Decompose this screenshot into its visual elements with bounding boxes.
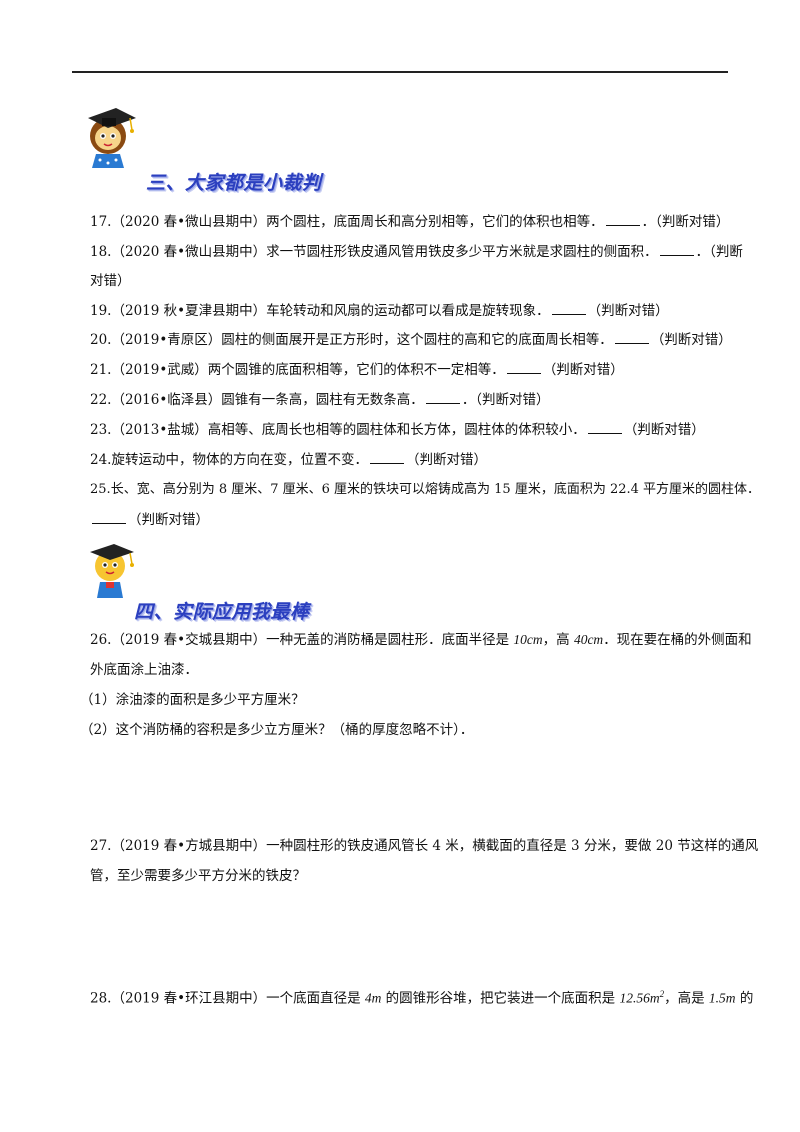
question-26: 26.（2019 春•交城县期中）一种无盖的消防桶是圆柱形．底面半径是 10cm… [90,631,752,649]
question-17: 17.（2020 春•微山县期中）两个圆柱，底面周长和高分别相等，它们的体积也相… [90,213,729,231]
answer-blank[interactable] [551,302,586,315]
question-text: ．现在要在桶的外侧面和 [603,632,752,648]
answer-blank[interactable] [506,361,541,374]
diameter-value: 4m [364,990,382,1006]
question-number: 26. [90,632,112,648]
question-text: ，高是 [664,990,709,1007]
question-24: 24.旋转运动中，物体的方向在变，位置不变． （判断对错） [90,451,487,469]
question-tail: （判断对错） [623,422,705,438]
section-title-4: 四、实际应用我最棒 [134,601,310,623]
section-title-3: 三、大家都是小裁判 [146,172,322,194]
question-text: （2019•青原区）圆柱的侧面展开是正方形时，这个圆柱的高和它的底面周长相等． [111,332,613,348]
question-text: ，高 [542,632,574,648]
question-tail: ．（判断 [695,244,743,260]
question-18-continued: 对错） [90,273,131,289]
question-text: （2019 春•交城县期中）一种无盖的消防桶是圆柱形．底面半径是 [111,632,514,648]
question-text: （2019 春•环江县期中）一个底面直径是 [111,990,365,1007]
question-26-sub2: （2）这个消防桶的容积是多少立方厘米？（桶的厚度忽略不计）． [80,722,474,738]
question-number: 21. [90,362,112,378]
answer-blank[interactable] [587,421,622,434]
question-text: 旋转运动中，物体的方向在变，位置不变． [111,452,368,468]
question-number: 17. [90,214,112,230]
answer-blank[interactable] [614,331,649,344]
question-19: 19.（2019 秋•夏津县期中）车轮转动和风扇的运动都可以看成是旋转现象． （判… [90,302,669,320]
question-number: 19. [90,303,112,319]
question-tail: ．（判断对错） [641,214,730,230]
mascot-boy-icon [90,544,134,598]
question-tail: （判断对错） [542,362,624,378]
question-number: 20. [90,332,112,348]
question-text: （2020 春•微山县期中）两个圆柱，底面周长和高分别相等，它们的体积也相等． [111,214,604,230]
answer-blank[interactable] [369,451,404,464]
question-tail: ．（判断对错） [461,392,550,408]
question-text: （2020 春•微山县期中）求一节圆柱形铁皮通风管用铁皮多少平方米就是求圆柱的侧… [111,244,658,260]
answer-blank[interactable] [605,213,640,226]
answer-blank[interactable] [92,511,126,524]
question-tail: （判断对错） [650,332,732,348]
question-27-line2: 管，至少需要多少平方分米的铁皮？ [90,868,306,884]
question-text: （2016•临泽县）圆锥有一条高，圆柱有无数条高． [111,392,424,408]
height-value: 1.5m [708,990,736,1006]
question-28: 28.（2019 春•环江县期中）一个底面直径是 4m 的圆锥形谷堆，把它装进一… [90,985,753,1008]
question-18: 18.（2020 春•微山县期中）求一节圆柱形铁皮通风管用铁皮多少平方米就是求圆… [90,243,743,261]
question-23: 23.（2013•盐城）高相等、底周长也相等的圆柱体和长方体，圆柱体的体积较小．… [90,421,705,439]
question-number: 28. [90,990,112,1007]
question-text: （2019•武威）两个圆锥的底面积相等，它们的体积不一定相等． [111,362,505,378]
question-21: 21.（2019•武威）两个圆锥的底面积相等，它们的体积不一定相等． （判断对错） [90,361,624,379]
question-number: 22. [90,392,112,408]
question-number: 23. [90,422,112,438]
question-25: 25.长、宽、高分别为 8 厘米、7 厘米、6 厘米的铁块可以熔铸成高为 15 … [90,481,760,499]
question-tail: （判断对错） [587,303,669,319]
height-value: 40cm [573,632,604,647]
question-26-sub1: （1）涂油漆的面积是多少平方厘米？ [80,692,305,708]
question-number: 25. [90,482,111,497]
question-20: 20.（2019•青原区）圆柱的侧面展开是正方形时，这个圆柱的高和它的底面周长相… [90,331,732,349]
question-text: （2019 秋•夏津县期中）车轮转动和风扇的运动都可以看成是旋转现象． [111,303,550,319]
question-number: 18. [90,244,112,260]
question-text: 的 [735,990,754,1007]
radius-value: 10cm [513,632,543,647]
area-value: 12.56m [619,990,660,1006]
answer-blank[interactable] [659,243,694,256]
question-22: 22.（2016•临泽县）圆锥有一条高，圆柱有无数条高． ．（判断对错） [90,391,550,409]
header-rule [72,71,728,73]
question-26-line2: 外底面涂上油漆． [90,662,198,678]
question-25-continued: （判断对错） [90,511,209,529]
area-exponent: 2 [659,989,665,999]
question-number: 24. [90,452,112,468]
question-tail: （判断对错） [128,512,209,528]
question-text: （2013•盐城）高相等、底周长也相等的圆柱体和长方体，圆柱体的体积较小． [111,422,586,438]
question-tail: （判断对错） [405,452,487,468]
question-text: 的圆锥形谷堆，把它装进一个底面积是 [381,990,620,1007]
answer-blank[interactable] [425,391,460,404]
question-number: 27. [90,838,112,854]
question-text: （2019 春•方城县期中）一种圆柱形的铁皮通风管长 4 米，横截面的直径是 3… [111,838,759,854]
question-text: 长、宽、高分别为 8 厘米、7 厘米、6 厘米的铁块可以熔铸成高为 15 厘米，… [110,482,761,497]
question-27: 27.（2019 春•方城县期中）一种圆柱形的铁皮通风管长 4 米，横截面的直径… [90,837,758,855]
mascot-girl-icon [88,108,136,168]
